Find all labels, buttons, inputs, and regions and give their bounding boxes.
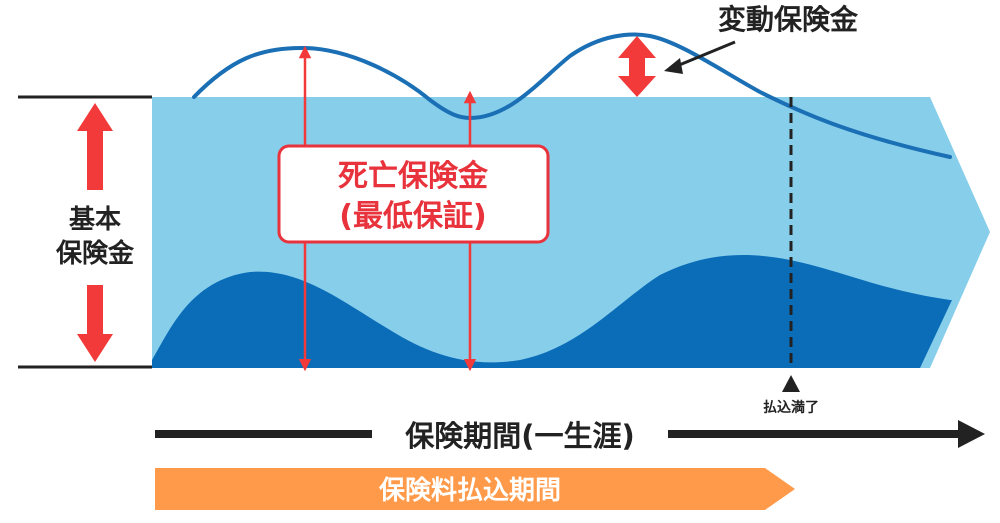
basic-down-arrow: [77, 285, 113, 362]
basic-up-arrow: [77, 103, 113, 190]
paid-up-marker: [782, 375, 800, 392]
premium-period-label: 保険料払込期間: [378, 475, 561, 506]
premium-period-bar: [155, 468, 795, 510]
variable-amount-arrow: [618, 36, 656, 97]
basic-insurance-label-line1: 基本: [69, 205, 121, 235]
insurance-period-arrowhead: [958, 420, 985, 448]
variable-label-pointer-head: [664, 58, 683, 74]
insurance-period-label-bg: [372, 415, 668, 455]
death-benefit-label-line2: (最低保証): [339, 199, 486, 234]
variable-insurance-curve: [192, 32, 952, 159]
variable-label-pointer: [671, 40, 736, 70]
paid-up-label: 払込満了: [763, 399, 819, 416]
fund-value-area: [152, 255, 952, 368]
variable-insurance-label: 変動保険金: [718, 3, 859, 36]
death-benefit-label-line1: 死亡保険金: [338, 159, 489, 194]
insurance-period-label: 保険期間(一生涯): [404, 419, 635, 453]
death-benefit-box: [277, 144, 550, 244]
basic-insurance-label-line2: 保険金: [55, 238, 135, 269]
